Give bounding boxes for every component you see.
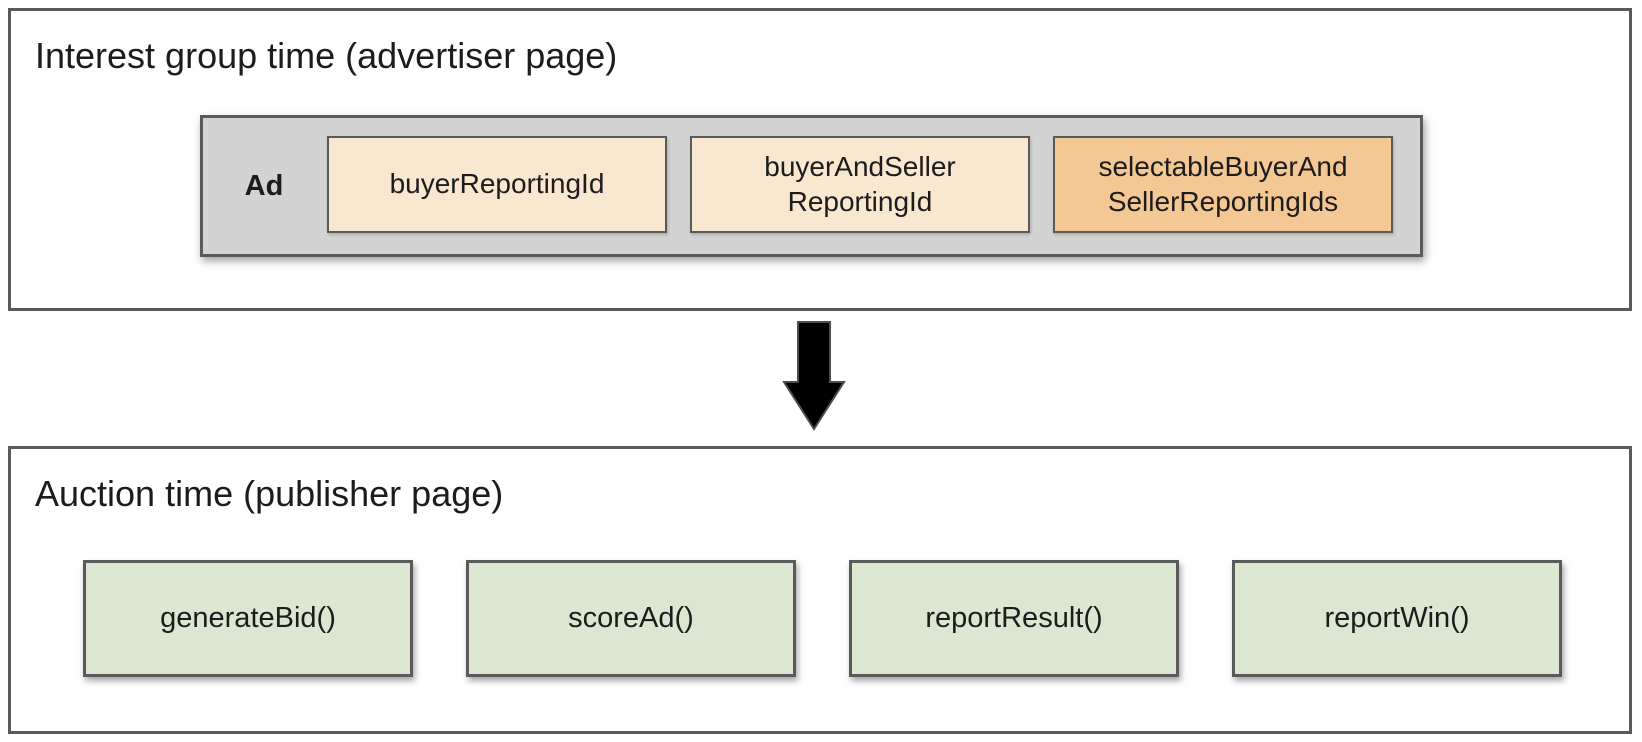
score-ad-box: scoreAd() <box>466 560 796 677</box>
buyer-reporting-id-box: buyerReportingId <box>327 136 667 233</box>
report-win-label: reportWin() <box>1324 602 1470 634</box>
ad-label: Ad <box>244 169 284 202</box>
ad-container: Ad buyerReportingId buyerAndSeller Repor… <box>200 115 1423 257</box>
buyer-and-seller-reporting-id-box: buyerAndSeller ReportingId <box>690 136 1030 233</box>
report-result-label: reportResult() <box>925 602 1103 634</box>
buyer-reporting-id-label: buyerReportingId <box>389 168 605 200</box>
auction-title: Auction time (publisher page) <box>35 473 504 514</box>
generate-bid-label: generateBid() <box>160 602 336 634</box>
selectable-buyer-and-seller-reporting-ids-box: selectableBuyerAnd SellerReportingIds <box>1053 136 1393 233</box>
report-result-box: reportResult() <box>849 560 1179 677</box>
auction-panel: Auction time (publisher page) generateBi… <box>8 446 1632 734</box>
selectable-buyer-and-seller-reporting-ids-label: selectableBuyerAnd SellerReportingIds <box>1098 151 1348 217</box>
report-win-box: reportWin() <box>1232 560 1562 677</box>
down-arrow-icon <box>782 321 846 431</box>
generate-bid-box: generateBid() <box>83 560 413 677</box>
interest-group-title: Interest group time (advertiser page) <box>35 35 618 76</box>
interest-group-panel: Interest group time (advertiser page) Ad… <box>8 8 1632 311</box>
score-ad-label: scoreAd() <box>568 602 694 634</box>
buyer-and-seller-reporting-id-label: buyerAndSeller ReportingId <box>764 151 956 217</box>
